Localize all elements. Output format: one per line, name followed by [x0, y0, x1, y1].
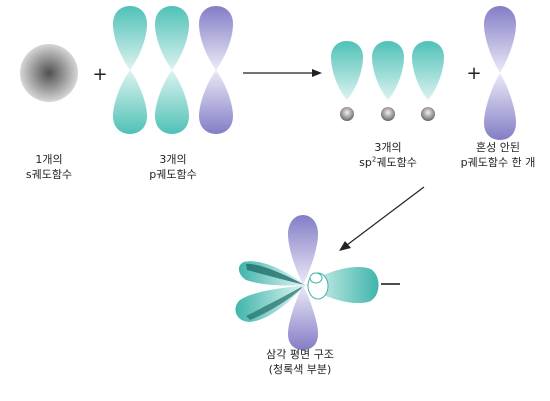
plus-sign-2: + [466, 63, 481, 84]
s-orbital-count: 1개의 [35, 153, 63, 166]
unhybridized-line-2: p궤도함수 한 개 [460, 156, 536, 169]
p-orbital-2 [155, 6, 189, 134]
p-orbital-3 [199, 6, 233, 134]
s-orbital-label: 1개의 s궤도함수 [16, 152, 82, 182]
plus-sign-1: + [92, 64, 107, 85]
p-orbital-1 [113, 6, 147, 134]
trigonal-planar-line-1: 삼각 평면 구조 [266, 348, 334, 361]
trigonal-planar-label: 삼각 평면 구조 (청록색 부분) [250, 347, 350, 377]
reaction-arrow [243, 69, 322, 77]
unhybridized-line-1: 혼성 안된 [476, 141, 520, 154]
p-orbital-count: 3개의 [159, 153, 187, 166]
trigonal-planar-structure [235, 215, 400, 350]
trigonal-planar-line-2: (청록색 부분) [268, 363, 332, 376]
sp2-orbital-3 [412, 41, 444, 121]
unhybridized-p-orbital [484, 6, 516, 140]
result-arrow [339, 186, 425, 251]
sp2-orbital-label: 3개의 sp2궤도함수 [346, 140, 430, 170]
p-orbital-label: 3개의 p궤도함수 [140, 152, 206, 182]
p-orbital-name: p궤도함수 [149, 168, 197, 181]
sp2-orbital-2 [372, 41, 404, 121]
s-orbital [20, 44, 78, 102]
s-orbital-name: s궤도함수 [25, 168, 73, 181]
unhybridized-label: 혼성 안된 p궤도함수 한 개 [448, 140, 548, 170]
sp2-orbital-1 [331, 41, 363, 121]
sp2-orbital-count: 3개의 [374, 141, 402, 154]
sp2-orbital-name: sp2궤도함수 [359, 155, 417, 169]
